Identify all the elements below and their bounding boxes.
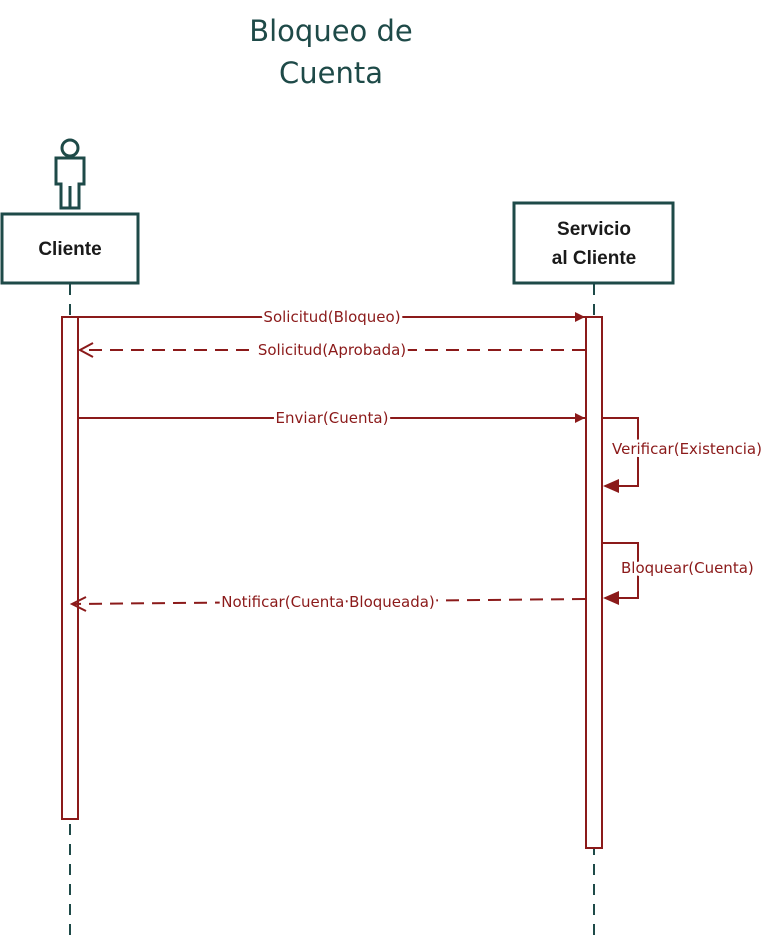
participant-servicio: Servicio al Cliente (512, 201, 675, 285)
activation-bar-servicio (585, 316, 603, 849)
message-label: Solicitud(Bloqueo) (263, 308, 400, 326)
activation-bar-cliente (61, 316, 79, 820)
message-label: Enviar(Cuenta) (276, 409, 389, 427)
participant-servicio-name-line-1: Servicio (557, 219, 631, 240)
participant-cliente: Cliente (0, 212, 140, 285)
message-verificar-existencia: Verificar(Existencia) (602, 417, 765, 493)
message-notificar-cuenta-bloqueada: Notificar(Cuenta Bloqueada) (69, 590, 586, 614)
message-enviar-cuenta: Enviar(Cuenta) (78, 406, 585, 430)
actor-person-icon (54, 138, 86, 210)
participant-servicio-name-line-2: al Cliente (552, 248, 636, 269)
diagram-title-line-2: Cuenta (279, 56, 383, 90)
diagram-title-line-1: Bloqueo de (249, 14, 413, 48)
participant-cliente-name: Cliente (38, 239, 101, 260)
message-solicitud-aprobada: Solicitud(Aprobada) (77, 338, 585, 362)
message-label: Notificar(Cuenta Bloqueada) (221, 593, 435, 611)
message-bloquear-cuenta: Bloquear(Cuenta) (602, 542, 757, 605)
message-label: Bloquear(Cuenta) (621, 559, 754, 577)
message-label: Verificar(Existencia) (612, 440, 762, 458)
message-solicitud-bloqueo: Solicitud(Bloqueo) (78, 305, 585, 329)
message-label: Solicitud(Aprobada) (258, 341, 406, 359)
